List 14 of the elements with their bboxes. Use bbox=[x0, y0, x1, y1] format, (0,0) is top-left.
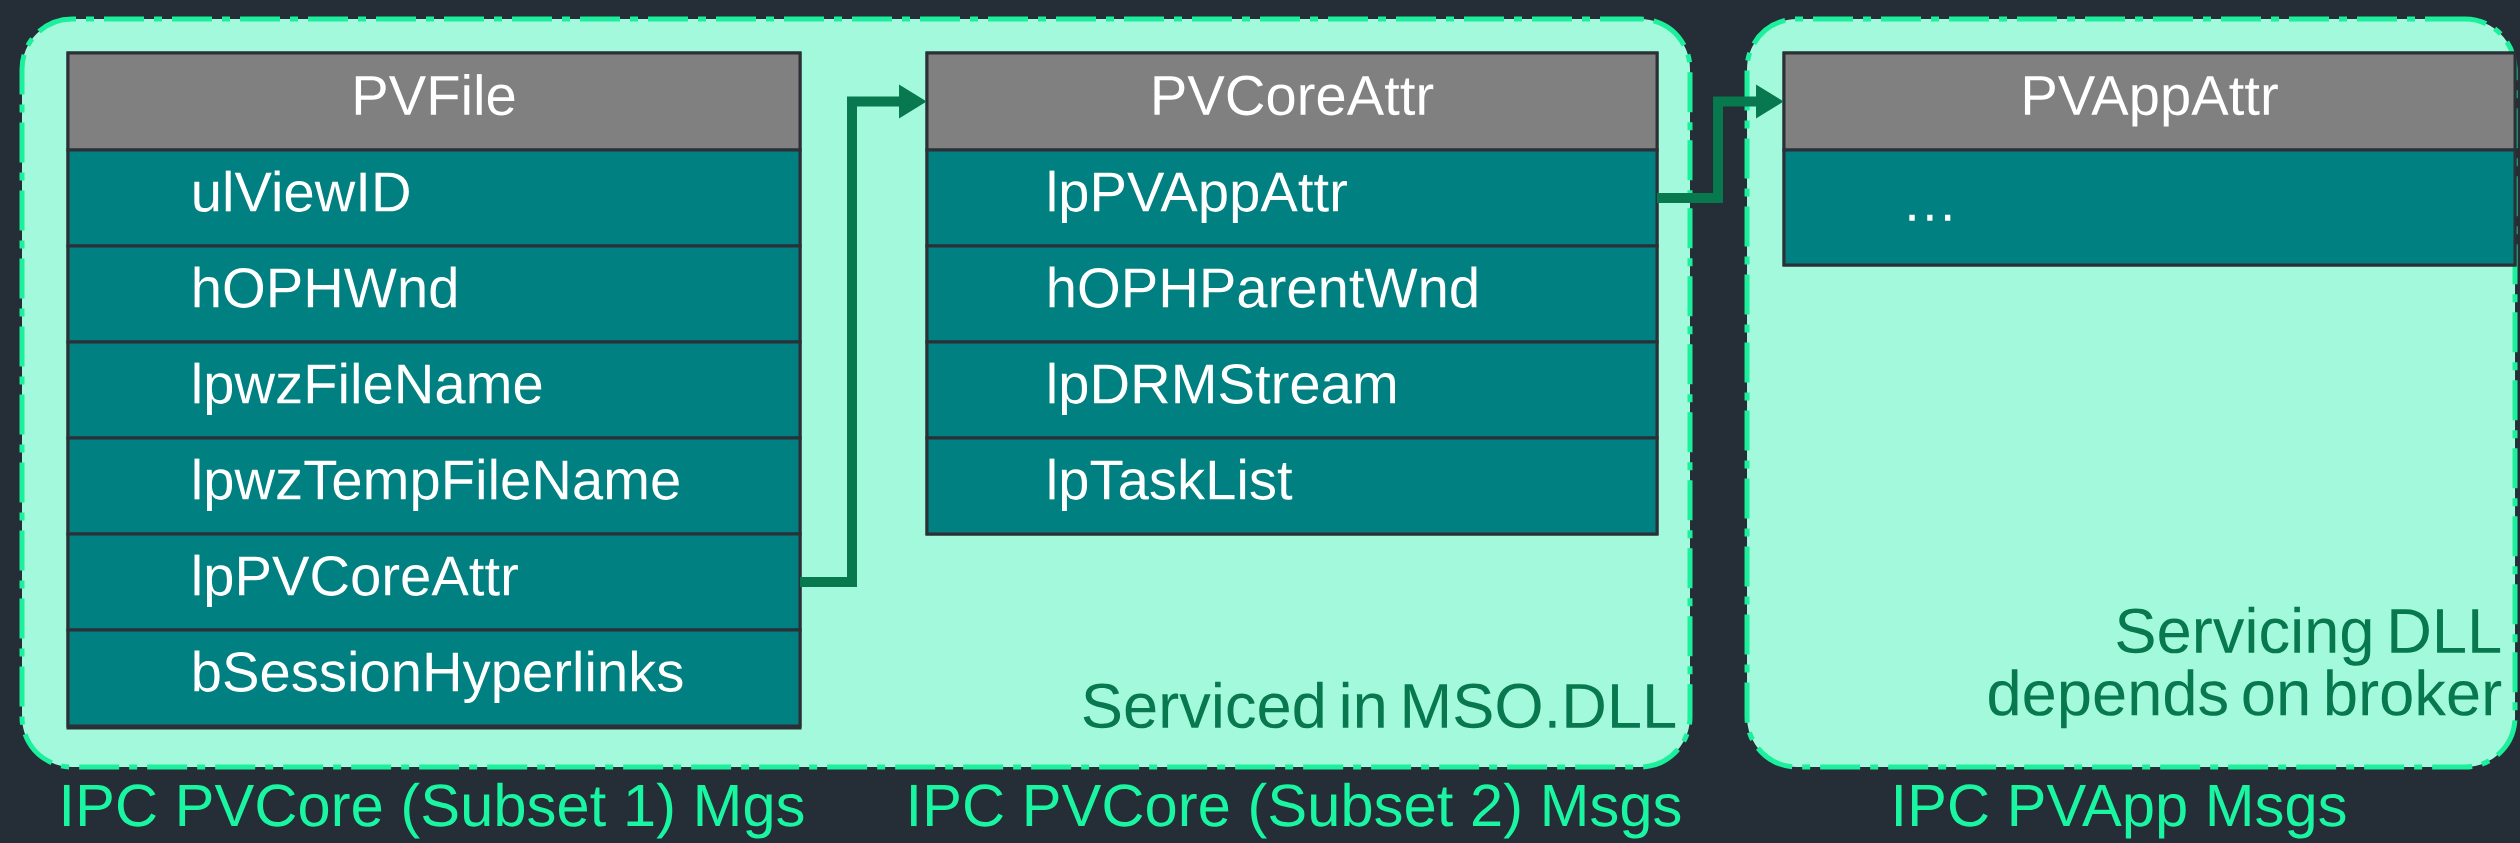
table-row: lpPVCoreAttr bbox=[66, 532, 802, 632]
table-row: … bbox=[1782, 148, 2517, 267]
message-group-label: IPC PVCore (Subset 2) Msgs bbox=[911, 782, 1681, 839]
table-row: hOPHParentWnd bbox=[925, 244, 1659, 344]
table-row: lpwzFileName bbox=[66, 340, 802, 440]
table-row: lpwzTempFileName bbox=[66, 436, 802, 536]
table-row: hOPHWnd bbox=[66, 244, 802, 344]
message-group-label: IPC PVCore (Subset 1) Mgs bbox=[63, 782, 804, 839]
table-row: lpTaskList bbox=[925, 436, 1659, 536]
table-row: lpPVAppAttr bbox=[925, 148, 1659, 248]
table-row: bSessionHyperlinks bbox=[66, 628, 802, 728]
table-row: ulViewID bbox=[66, 148, 802, 248]
table-row: lpDRMStream bbox=[925, 340, 1659, 440]
message-group-label: IPC PVApp Msgs bbox=[1895, 784, 2346, 839]
